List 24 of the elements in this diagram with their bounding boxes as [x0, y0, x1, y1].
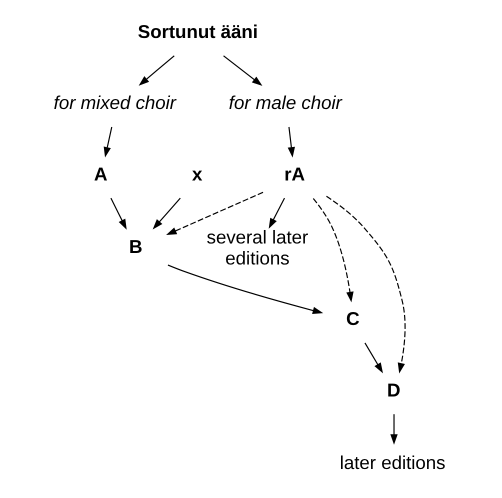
arrow — [138, 54, 175, 86]
node-text: x — [192, 162, 202, 184]
node-text: for male choir — [228, 92, 342, 113]
node-text: for mixed choir — [54, 92, 176, 113]
node-text: later editions — [340, 451, 446, 472]
node-text: several later editions — [206, 226, 308, 268]
arrow — [326, 195, 406, 373]
arrow — [268, 197, 286, 228]
arrow — [104, 126, 112, 158]
arrow — [110, 197, 127, 230]
node-text: B — [129, 235, 142, 256]
arrow — [288, 126, 296, 158]
arrow — [390, 414, 398, 444]
node-text: Sortunut ääni — [138, 20, 258, 42]
arrow — [223, 54, 262, 86]
arrow — [152, 197, 181, 229]
arrow — [168, 264, 324, 314]
arrow — [312, 198, 354, 302]
node-text: rA — [284, 162, 306, 184]
node-text: A — [94, 162, 108, 184]
node-text: D — [387, 378, 400, 400]
arrow — [166, 191, 264, 235]
node-text: C — [346, 308, 360, 329]
arrow — [364, 342, 383, 373]
